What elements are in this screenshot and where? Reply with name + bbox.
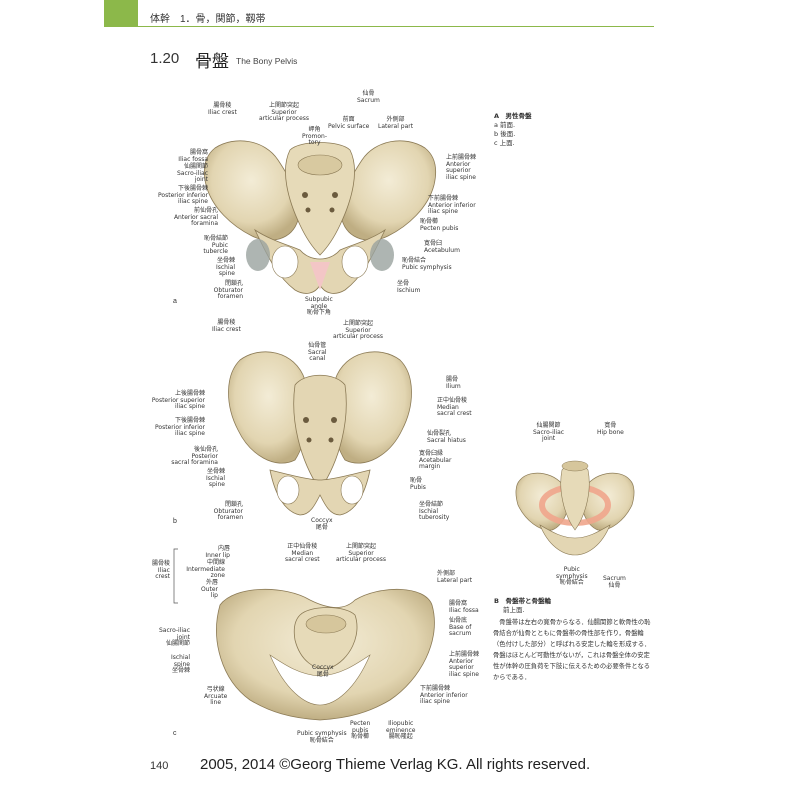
label-b-pubis: 恥骨 Pubis (410, 477, 426, 491)
legend-b-sub: 前上面. (503, 606, 525, 614)
label-c-inner-lip: 内唇 Inner lip (205, 545, 230, 559)
label-B-hip-bone: 寛骨 Hip bone (597, 422, 624, 436)
label-b-acetabular-margin: 寛骨臼縁 Acetabular margin (419, 450, 452, 471)
header-chapter: 1．骨，関節，靱帯 (180, 14, 266, 25)
label-c-ant-sup-spine: 上前腸骨棘 Anterior superior iliac spine (449, 651, 480, 678)
label-a-pecten: 恥骨櫛 Pecten pubis (420, 218, 459, 232)
label-a-ant-sacral-foramina: 前仙骨孔 Anterior sacral foramina (173, 207, 218, 228)
label-b-superior-articular: 上関節突起 Superior articular process (333, 320, 384, 341)
page-number: 140 (150, 760, 169, 772)
page-title-english: The Bony Pelvis (236, 56, 298, 66)
header-rule (138, 26, 654, 27)
label-b-ischial-spine: 坐骨棘 Ischial spine (205, 468, 225, 489)
label-c-pubic-symphysis: Pubic symphysis 恥骨結合 (297, 730, 347, 744)
header-section: 体幹 (150, 14, 170, 25)
label-b-post-sacral-foramina: 後仙骨孔 Posterior sacral foramina (171, 446, 218, 467)
label-c-median-crest: 正中仙骨稜 Median sacral crest (285, 543, 320, 564)
section-number: 1.20 (150, 50, 180, 67)
legend-a-heading: A 男性骨盤 (494, 112, 532, 120)
label-c-outer-lip: 外唇 Outer lip (200, 579, 218, 600)
label-c-arcuate: 弓状線 Arcuate line (204, 686, 228, 707)
label-a-subpubic-angle: Subpubic angle 恥骨下角 (305, 296, 333, 317)
label-b-sacral-canal: 仙骨管 Sacral canal (308, 342, 327, 363)
label-c-ischial-spine: Ischial spine 坐骨棘 (170, 654, 190, 675)
header-color-tab (104, 0, 138, 27)
label-a-ischium: 坐骨 Ischium (397, 280, 421, 294)
label-a-sacrum: 仙骨 Sacrum (357, 90, 380, 104)
label-a-promontory: 岬角 Promon- tory (302, 126, 328, 147)
label-a-superior-articular: 上関節突起 Superior articular process (259, 102, 310, 123)
label-c-coccyx: Coccyx 尾骨 (312, 664, 334, 678)
legend-a-item-a: a 前面. (494, 121, 516, 129)
label-c-superior-articular: 上関節突起 Superior articular process (336, 543, 387, 564)
label-a-iliac-fossa: 腸骨窩 Iliac fossa (178, 149, 208, 163)
label-a-ant-sup-spine: 上前腸骨棘 Anterior superior iliac spine (446, 154, 477, 181)
copyright-notice: 2005, 2014 ©Georg Thieme Verlag KG. All … (200, 756, 591, 773)
label-b-coccyx: Coccyx 尾骨 (311, 517, 333, 531)
label-a-obturator: 閉鎖孔 Obturator foramen (213, 280, 243, 301)
legend-a: A 男性骨盤 a 前面. b 後面. c 上面. (494, 112, 532, 148)
label-B-sacroiliac: 仙腸関節 Sacro-iliac joint (533, 422, 565, 443)
figure-letter-c: c (173, 730, 177, 737)
label-b-obturator: 閉鎖孔 Obturator foramen (213, 501, 243, 522)
label-b-post-inf-spine: 下後腸骨棘 Posterior inferior iliac spine (155, 417, 205, 438)
label-c-base-sacrum: 仙骨底 Base of sacrum (449, 617, 472, 638)
figure-letter-b: b (173, 518, 177, 525)
label-a-ant-inf-spine: 下前腸骨棘 Anterior inferior iliac spine (428, 195, 476, 216)
label-a-acetabulum: 寛骨臼 Acetabulum (424, 240, 460, 254)
label-b-ilium: 腸骨 Ilium (446, 376, 461, 390)
label-a-post-inf-spine: 下後腸骨棘 Posterior inferior iliac spine (158, 185, 208, 206)
legend-a-item-b: b 後面. (494, 130, 516, 138)
label-b-median-crest: 正中仙骨稜 Median sacral crest (437, 397, 472, 418)
label-a-pubic-tubercle: 恥骨結節 Pubic tubercle (203, 235, 228, 256)
label-b-post-sup-spine: 上後腸骨棘 Posterior superior iliac spine (151, 390, 205, 411)
label-a-lateral-part: 外側部 Lateral part (378, 116, 414, 130)
label-a-sacroiliac: 仙腸関節 Sacro-iliac joint (176, 163, 208, 184)
figure-letter-a: a (173, 298, 177, 305)
label-B-sacrum: Sacrum 仙骨 (603, 575, 626, 589)
legend-b-text: 骨盤帯は左右の寛骨からなる．仙腸関節と軟骨性の恥骨結合が仙骨とともに骨盤帯の骨性… (493, 619, 651, 681)
label-c-sacroiliac: Sacro-iliac joint 仙腸関節 (158, 627, 190, 648)
label-b-ischial-tuberosity: 坐骨結節 Ischial tuberosity (419, 501, 450, 522)
label-c-pecten: Pecten pubis 恥骨櫛 (350, 720, 371, 741)
label-c-iliac-fossa: 腸骨窩 Iliac fossa (449, 600, 479, 614)
label-B-pubic-symphysis: Pubic symphysis 恥骨結合 (556, 566, 588, 587)
label-c-iliac-crest: 腸骨稜 Iliac crest (151, 560, 170, 581)
label-c-iliopubic: Iliopubic eminence 腸恥隆起 (386, 720, 416, 741)
legend-b: B 骨盤帯と骨盤輪 (494, 597, 551, 606)
label-a-pubic-symphysis: 恥骨結合 Pubic symphysis (402, 257, 452, 271)
legend-b-heading: B 骨盤帯と骨盤輪 (494, 597, 551, 605)
label-b-iliac-crest: 腸骨稜 Iliac crest (212, 319, 241, 333)
label-a-ischial-spine: 坐骨棘 Ischial spine (215, 257, 235, 278)
legend-a-item-c: c 上面. (494, 139, 515, 147)
page-title: 骨盤 (195, 52, 229, 72)
label-c-ant-inf-spine: 下前腸骨棘 Anterior inferior iliac spine (420, 685, 468, 706)
label-b-sacral-hiatus: 仙骨裂孔 Sacral hiatus (427, 430, 466, 444)
label-c-lateral-part: 外側部 Lateral part (437, 570, 473, 584)
label-a-iliac-crest: 腸骨稜 Iliac crest (208, 102, 237, 116)
label-a-pelvic-surface: 前面 Pelvic surface (328, 116, 370, 130)
label-c-intermediate: 中間線 Intermediate zone (186, 559, 225, 580)
